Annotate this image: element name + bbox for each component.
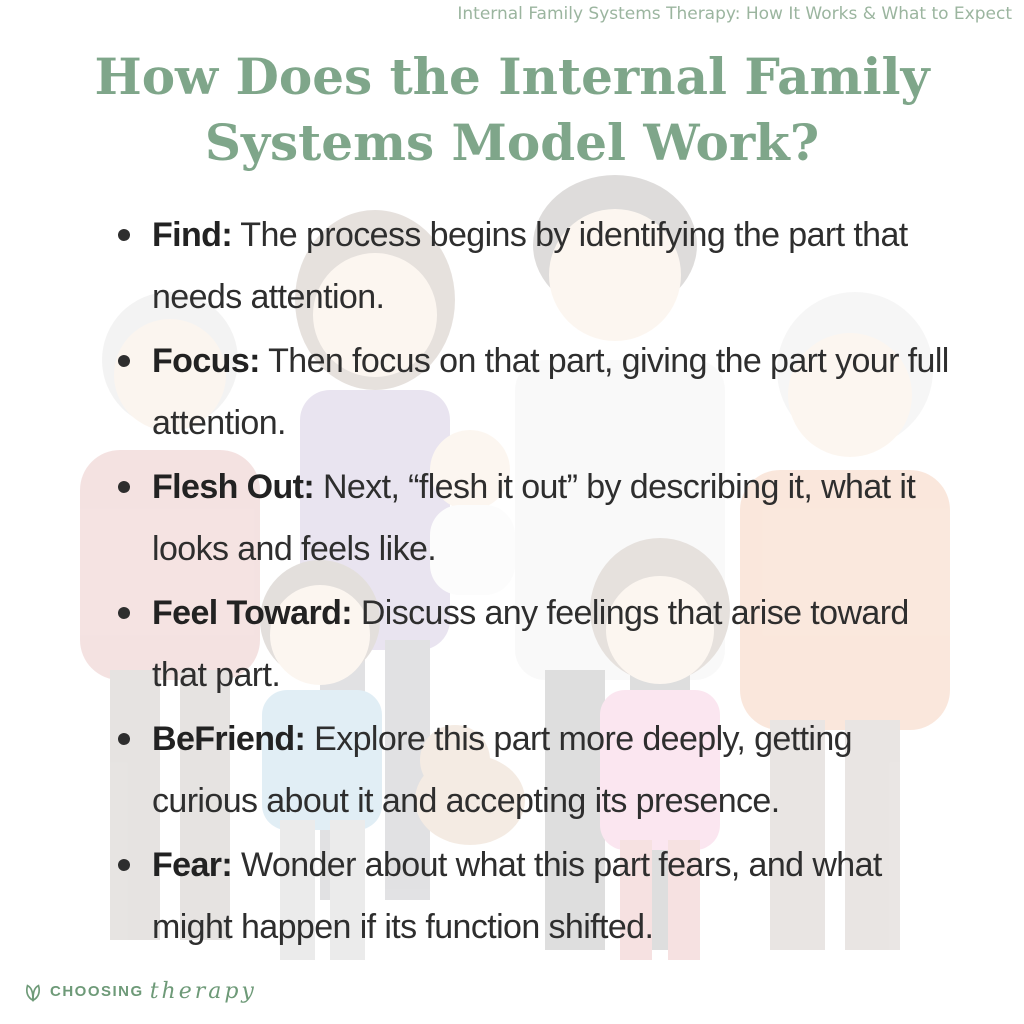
step-term: Focus: — [152, 342, 260, 380]
bullet-icon — [118, 859, 130, 871]
step-text: Wonder about what this part fears, and w… — [152, 846, 882, 946]
list-item-focus: Focus: Then focus on that part, giving t… — [0, 330, 1024, 454]
bullet-icon — [118, 607, 130, 619]
bullet-icon — [118, 481, 130, 493]
step-text: Discuss any feelings that arise toward t… — [152, 594, 909, 694]
list-item-find: Find: The process begins by identifying … — [0, 204, 1024, 328]
step-term: Feel Toward: — [152, 594, 353, 632]
step-term: Find: — [152, 216, 233, 254]
step-term: BeFriend: — [152, 720, 306, 758]
step-text: The process begins by identifying the pa… — [152, 216, 908, 316]
step-text: Then focus on that part, giving the part… — [152, 342, 949, 442]
list-item-feel-toward: Feel Toward: Discuss any feelings that a… — [0, 582, 1024, 706]
brand-logo: CHOOSING therapy — [22, 979, 257, 1004]
steps-list: Find: The process begins by identifying … — [0, 204, 1024, 960]
bullet-icon — [118, 355, 130, 367]
logo-word-therapy: therapy — [149, 979, 257, 1004]
list-item-fear: Fear: Wonder about what this part fears,… — [0, 834, 1024, 958]
list-item-flesh-out: Flesh Out: Next, “flesh it out” by descr… — [0, 456, 1024, 580]
logo-word-choosing: CHOOSING — [50, 983, 144, 1000]
bullet-icon — [118, 229, 130, 241]
step-text: Explore this part more deeply, getting c… — [152, 720, 853, 820]
step-term: Flesh Out: — [152, 468, 315, 506]
bullet-icon — [118, 733, 130, 745]
source-caption: Internal Family Systems Therapy: How It … — [457, 4, 1012, 24]
step-text: Next, “flesh it out” by describing it, w… — [152, 468, 916, 568]
list-item-befriend: BeFriend: Explore this part more deeply,… — [0, 708, 1024, 832]
page-title: How Does the Internal Family Systems Mod… — [94, 47, 930, 172]
step-term: Fear: — [152, 846, 233, 884]
leaf-icon — [25, 983, 41, 1002]
